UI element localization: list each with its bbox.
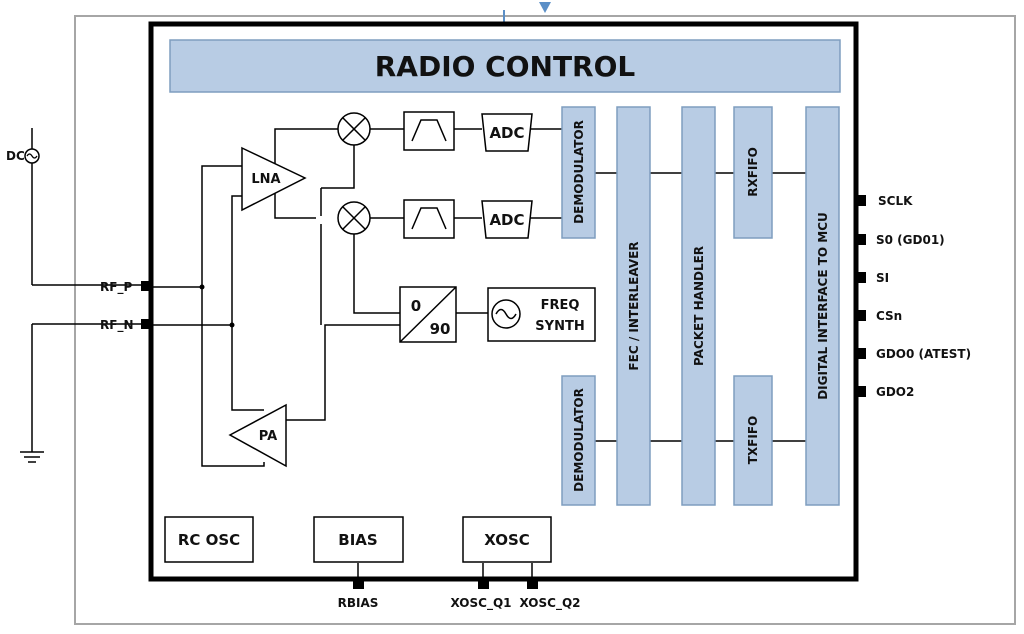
- si-label: SI: [876, 271, 889, 285]
- mixer-bottom-icon: [337, 201, 371, 235]
- fec-interleaver-block: [616, 106, 651, 506]
- rf-n-junction: [229, 322, 235, 328]
- gdo2-label: GDO2: [876, 385, 914, 399]
- phase-0-label: 0: [411, 297, 421, 315]
- xosc-q1-pin: [478, 579, 489, 589]
- demodulator-bottom-block: [561, 375, 596, 506]
- dc-wave-icon: [26, 153, 38, 159]
- rf-p-junction: [199, 284, 205, 290]
- xosc-label: XOSC: [484, 531, 530, 549]
- rxfifo-block: [733, 106, 773, 239]
- phase-splitter-diagonal: [399, 286, 457, 343]
- lna-label: LNA: [251, 172, 280, 187]
- antenna-wiring: [20, 128, 146, 463]
- txfifo-label: TXFIFO: [746, 416, 760, 465]
- gdo0-pin: [856, 348, 866, 359]
- chip-boundary: [148, 21, 859, 582]
- lna-amplifier-icon: [241, 146, 307, 212]
- bias-block: [313, 516, 404, 563]
- packet-handler-block: [681, 106, 716, 506]
- sclk-pin: [856, 195, 866, 206]
- oscillator-icon: [491, 299, 521, 329]
- outer-frame: [74, 15, 1016, 625]
- gdo0-label: GDO0 (ATEST): [876, 347, 971, 361]
- rf-p-pin: [141, 281, 151, 291]
- si-pin: [856, 272, 866, 283]
- adc-top-label: ADC: [489, 124, 524, 142]
- digital-interface-label: DIGITAL INTERFACE TO MCU: [816, 212, 830, 400]
- rxfifo-label: RXFIFO: [746, 147, 760, 197]
- filter-bottom-icon: [403, 199, 455, 239]
- freq-synth-label-1: FREQ: [541, 298, 580, 313]
- xosc-q2-label: XOSC_Q2: [519, 596, 580, 611]
- demodulator-top-block: [561, 106, 596, 239]
- xosc-q2-pin: [527, 579, 538, 589]
- gdo2-pin: [856, 386, 866, 397]
- phase-90-label: 90: [430, 320, 451, 338]
- demodulator-bottom-label: DEMODULATOR: [572, 388, 586, 492]
- rf-n-pin: [141, 319, 151, 329]
- rc-osc-label: RC OSC: [178, 531, 240, 549]
- rbias-pin: [353, 579, 364, 589]
- packet-handler-label: PACKET HANDLER: [692, 246, 706, 366]
- pa-amplifier-icon: [228, 403, 287, 468]
- csn-label: CSn: [876, 309, 902, 323]
- rf-p-label: RF_P: [100, 280, 132, 295]
- fec-interleaver-label: FEC / INTERLEAVER: [627, 241, 641, 370]
- mixer-top-icon: [337, 112, 371, 146]
- xosc-block: [462, 516, 552, 563]
- sclk-label: SCLK: [878, 194, 913, 208]
- so-label: S0 (GD01): [876, 233, 945, 247]
- freq-synth-label-2: SYNTH: [535, 319, 584, 334]
- filter-top-icon: [403, 111, 455, 151]
- pa-label: PA: [259, 429, 277, 444]
- demodulator-top-label: DEMODULATOR: [572, 120, 586, 224]
- digital-interface-block: [805, 106, 840, 506]
- bias-label: BIAS: [338, 531, 377, 549]
- xosc-q1-label: XOSC_Q1: [450, 596, 511, 611]
- dc-label: DC: [6, 149, 25, 163]
- csn-pin: [856, 310, 866, 321]
- top-marker-arrow-icon: [539, 2, 551, 13]
- txfifo-block: [733, 375, 773, 506]
- radio-control-label: RADIO CONTROL: [375, 50, 636, 83]
- adc-bottom-label: ADC: [489, 211, 524, 229]
- adc-top-block: [481, 113, 533, 152]
- rbias-label: RBIAS: [338, 596, 379, 610]
- radio-control-bar: [169, 39, 841, 93]
- so-pin: [856, 234, 866, 245]
- rc-osc-block: [164, 516, 254, 563]
- adc-bottom-block: [481, 200, 533, 239]
- rf-n-label: RF_N: [100, 318, 133, 333]
